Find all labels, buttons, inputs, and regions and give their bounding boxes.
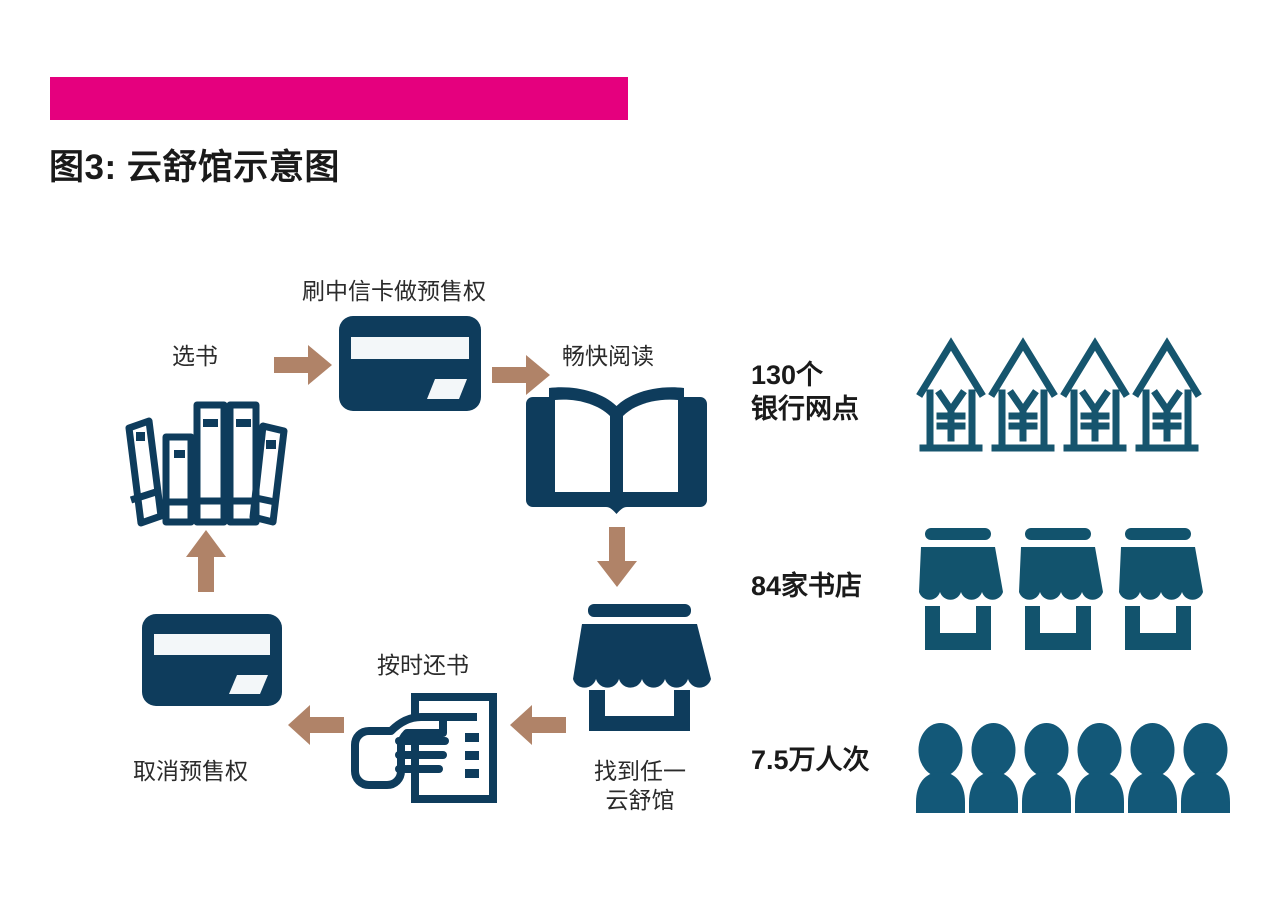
flow-label-cancel-presale: 取消预售权 bbox=[133, 758, 248, 784]
house-yen-icon bbox=[988, 336, 1058, 454]
house-yen-icon bbox=[916, 336, 986, 454]
storefront-icon bbox=[568, 604, 711, 731]
arrow-return-to-cancel bbox=[288, 705, 344, 745]
credit-card-icon bbox=[339, 316, 481, 411]
house-yen-icon bbox=[1132, 336, 1202, 454]
hand-document-icon bbox=[347, 693, 497, 803]
person-icon bbox=[1179, 722, 1232, 813]
page-title: 图3: 云舒馆示意图 bbox=[49, 148, 340, 187]
arrow-shop-to-return bbox=[510, 705, 566, 745]
arrow-reading-to-shop bbox=[597, 527, 637, 587]
storefront-icon bbox=[1113, 528, 1203, 650]
arrow-cancel-to-books bbox=[186, 530, 226, 592]
stat-icons-bank-branches bbox=[916, 336, 1202, 454]
open-book-icon bbox=[511, 382, 722, 522]
accent-bar bbox=[50, 77, 628, 120]
flow-label-find-yunshu-hall: 找到任一 云舒馆 bbox=[594, 758, 686, 813]
arrow-select-to-card bbox=[274, 345, 332, 385]
arrow-card-to-reading bbox=[492, 355, 550, 395]
stat-label-bookstores: 84家书店 bbox=[751, 571, 863, 601]
stat-label-visitors: 7.5万人次 bbox=[751, 745, 870, 775]
storefront-icon bbox=[1013, 528, 1103, 650]
person-icon bbox=[1073, 722, 1126, 813]
flow-label-enjoy-reading: 畅快阅读 bbox=[562, 343, 654, 369]
house-yen-icon bbox=[1060, 336, 1130, 454]
credit-card-icon bbox=[142, 614, 282, 706]
stat-icons-visitors bbox=[914, 722, 1232, 813]
storefront-icon bbox=[913, 528, 1003, 650]
person-icon bbox=[1126, 722, 1179, 813]
flow-label-select-book: 选书 bbox=[172, 343, 218, 369]
person-icon bbox=[1020, 722, 1073, 813]
stat-icons-bookstores bbox=[913, 528, 1203, 650]
flow-label-swipe-card: 刷中信卡做预售权 bbox=[302, 278, 486, 304]
books-icon bbox=[123, 388, 293, 533]
person-icon bbox=[967, 722, 1020, 813]
stat-label-bank-branches: 130个 银行网点 bbox=[751, 360, 859, 424]
person-icon bbox=[914, 722, 967, 813]
flow-label-return-book: 按时还书 bbox=[377, 652, 469, 678]
